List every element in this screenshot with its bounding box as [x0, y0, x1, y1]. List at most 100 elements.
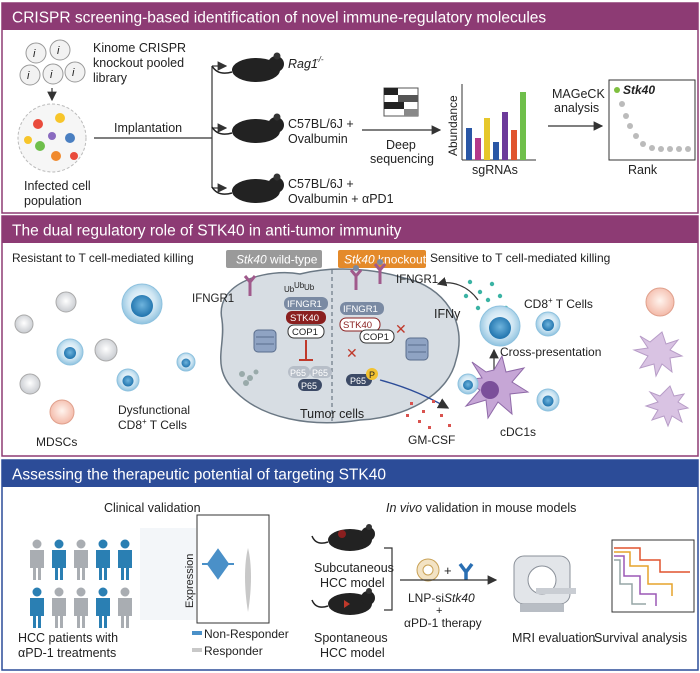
svg-text:i: i	[33, 48, 36, 60]
ko-ifngr1-text: IFNGR1	[343, 304, 378, 315]
cross-presentation-label: Cross-presentation	[500, 345, 601, 359]
ko-cop1-box	[359, 329, 395, 344]
ko-stk40-text: STK40	[343, 320, 372, 331]
svg-text:i: i	[57, 45, 60, 57]
ko-ifngr1-box	[340, 302, 384, 315]
dysfunctional-label-1: Dysfunctional	[118, 403, 190, 417]
expression-axis-label: Expression	[184, 554, 196, 608]
mri-label: MRI evaluation	[512, 631, 595, 645]
spontaneous-mouse-icon	[311, 588, 375, 615]
mouse1-sup: -/-	[316, 55, 324, 64]
patient-icon	[52, 539, 66, 580]
wt-p65-b	[310, 366, 332, 378]
wt-p65-c	[298, 379, 322, 391]
mouse-rag1-icon	[211, 52, 284, 82]
mouse-c57-ova-pd1-icon	[211, 173, 284, 203]
subcutaneous-label-1: Subcutaneous	[314, 561, 394, 575]
patient-icon	[30, 539, 44, 580]
spontaneous-label-2: HCC model	[320, 646, 385, 660]
gmcsf-dots	[406, 400, 451, 429]
infected-cells-icon	[17, 103, 87, 173]
mdscs-label: MDSCs	[36, 435, 77, 449]
infected-label-1: Infected cell	[24, 179, 91, 193]
patient-icon	[96, 539, 110, 580]
ub-label-3: Ub	[304, 283, 315, 292]
gmcsf-label: GM-CSF	[408, 433, 455, 447]
subcutaneous-mouse-icon	[311, 524, 375, 551]
section1-header	[2, 3, 698, 30]
section2-header	[2, 216, 698, 243]
patient-icon	[74, 539, 88, 580]
ifng-label: IFNγ	[434, 307, 461, 321]
cdc1-dendritic-icon	[457, 354, 530, 420]
proteasome-left-icon	[253, 329, 277, 353]
ko-cop1-text: COP1	[363, 332, 389, 343]
phospho-circle	[366, 368, 378, 380]
dysfunctional-label-2: CD8+ T Cells	[118, 417, 187, 432]
block-x-2: ✕	[346, 345, 358, 361]
ifngr1-right-label: IFNGR1	[396, 274, 438, 286]
spontaneous-label-1: Spontaneous	[314, 631, 388, 645]
patient-icon	[30, 587, 44, 628]
sgrnas-label: sgRNAs	[472, 163, 518, 177]
library-label-3: library	[93, 71, 128, 85]
hcc-patients-label-2: αPD-1 treatments	[18, 646, 116, 660]
cdc1s-label: cDC1s	[500, 425, 536, 439]
lnp-label: LNP-siStk40	[408, 591, 475, 605]
responder-swatch	[192, 648, 202, 652]
block-x-1: ✕	[395, 321, 407, 337]
therapy-label: αPD-1 therapy	[404, 616, 482, 630]
patient-icon	[74, 587, 88, 628]
mouse2-label-2: Ovalbumin	[288, 132, 348, 146]
ifngr1-receptor-left-icon	[243, 275, 257, 296]
ifng-dots	[463, 279, 509, 311]
sequencing-icon	[383, 87, 419, 117]
patient-icon	[52, 587, 66, 628]
ifngr1-receptor-right-icon	[349, 259, 387, 290]
survival-plot	[611, 539, 695, 613]
ifngr1-left-label: IFNGR1	[192, 293, 234, 305]
mouse-c57-ova-icon	[211, 113, 284, 143]
section1-title: CRISPR screening-based identification of…	[12, 10, 546, 27]
wt-stk40-text: STK40	[290, 313, 319, 324]
tumor-cell-membrane	[220, 268, 460, 424]
knockout-tag-text: Stk40 knockout	[344, 253, 427, 267]
therapy-plus: +	[436, 605, 442, 617]
proteasome-right-icon	[405, 337, 429, 361]
section3-title: Assessing the therapeutic potential of t…	[12, 467, 386, 484]
cd8-tcell-lower-icon	[536, 388, 560, 412]
responder-legend: Responder	[204, 644, 263, 658]
resistant-label: Resistant to T cell-mediated killing	[12, 251, 194, 265]
mri-scanner-icon	[513, 555, 576, 612]
subcutaneous-label-2: HCC model	[320, 576, 385, 590]
svg-text:i: i	[27, 70, 30, 82]
abundance-chart	[461, 84, 536, 161]
wt-p65-b-text: P65	[312, 368, 328, 378]
knockout-tag	[338, 250, 426, 268]
tumor-label: Tumor cells	[300, 407, 364, 421]
cd8-tcell-small-icon	[535, 311, 561, 337]
library-icon: i i i i i	[19, 39, 86, 86]
degraded-fragments-icon	[239, 369, 259, 386]
patient-icon	[96, 587, 110, 628]
antibody-icon	[458, 562, 474, 580]
patient-icon	[118, 539, 132, 580]
wt-cop1-text: COP1	[292, 327, 318, 338]
infected-label-2: population	[24, 194, 82, 208]
mouse3-label-2: Ovalbumin + αPD1	[288, 192, 394, 206]
clinical-label: Clinical validation	[104, 501, 201, 515]
wt-cop1-box	[287, 324, 325, 339]
deep-label-1: Deep	[386, 138, 416, 152]
section2-title: The dual regulatory role of STK40 in ant…	[12, 223, 402, 240]
patient-icon	[118, 587, 132, 628]
wt-stk40-box	[286, 311, 326, 324]
wt-p65-c-text: P65	[301, 381, 317, 391]
wt-p65-a	[288, 366, 310, 378]
rank-label: Rank	[628, 163, 658, 177]
mageck-label-1: MAGeCK	[552, 87, 605, 101]
left-immune-cells	[14, 283, 196, 425]
wt-ifngr1-text: IFNGR1	[287, 299, 322, 310]
phospho-label: P	[369, 370, 375, 380]
hcc-patients-label-1: HCC patients with	[18, 631, 118, 645]
